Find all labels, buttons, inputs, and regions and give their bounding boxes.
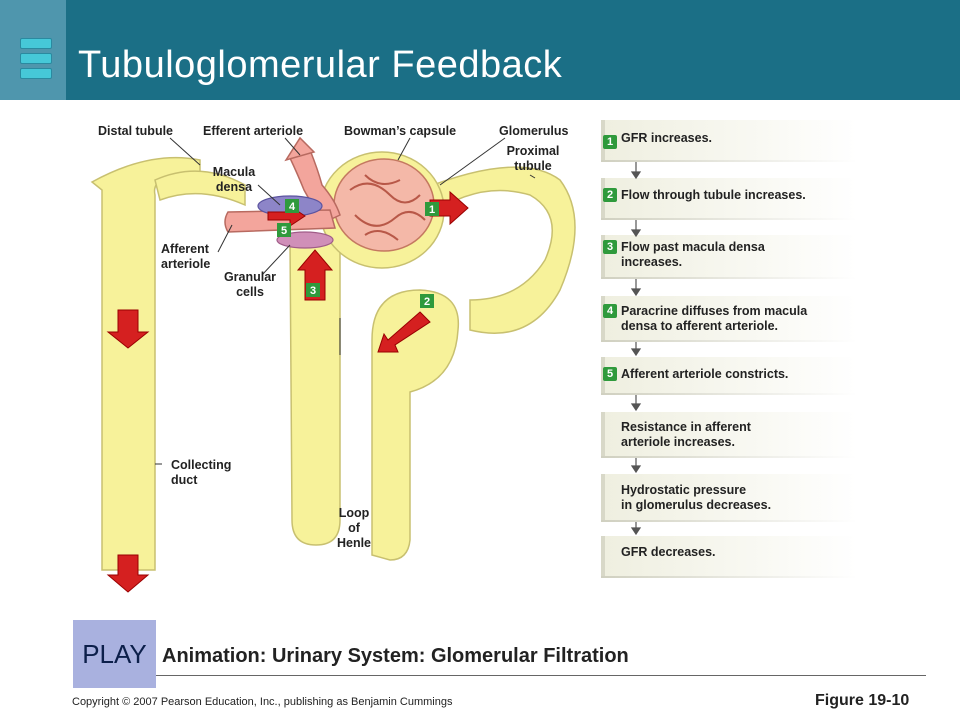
logo-bar-icon	[20, 68, 52, 79]
animation-title: Animation: Urinary System: Glomerular Fi…	[162, 645, 629, 667]
step-line2: in glomerulus decreases.	[621, 498, 772, 512]
label-bowmans-capsule: Bowman’s capsule	[344, 124, 457, 138]
step-line1: Paracrine diffuses from macula	[621, 304, 808, 318]
svg-text:4: 4	[289, 201, 296, 213]
logo-bar-icon	[20, 53, 52, 64]
step-line2: increases.	[621, 255, 683, 269]
label-collecting-line1: Collecting	[171, 458, 232, 472]
step-line2: densa to afferent arteriole.	[621, 319, 778, 333]
footer-divider	[156, 675, 926, 676]
svg-text:3: 3	[310, 285, 316, 297]
label-glomerulus: Glomerulus	[499, 124, 569, 138]
label-macula-line1: Macula	[212, 165, 256, 179]
svg-text:2: 2	[424, 296, 430, 308]
figure-label: Figure 19-10	[815, 692, 910, 709]
marker-3: 3	[306, 283, 320, 297]
step-number: 5	[603, 367, 617, 381]
descending-limb	[289, 239, 341, 546]
marker-1: 1	[425, 202, 439, 216]
label-granular-line2: cells	[236, 285, 264, 299]
label-loop-line2: of	[348, 521, 360, 535]
step-line1: GFR decreases.	[621, 545, 716, 559]
step-text: Afferent arteriole constricts.	[621, 367, 788, 382]
label-distal-tubule: Distal tubule	[98, 124, 174, 138]
afferent-arteriole	[224, 209, 336, 233]
step-line2: arteriole increases.	[621, 435, 735, 449]
step-number: 4	[603, 304, 617, 318]
proximal-tubule	[419, 166, 576, 334]
label-afferent-line2: arteriole	[161, 257, 211, 271]
svg-text:1: 1	[429, 204, 435, 216]
label-loop-of-henle: Loop of Henle	[330, 506, 378, 551]
step-box: 2 Flow through tubule increases.	[601, 178, 857, 220]
step-box: 5 Afferent arteriole constricts.	[601, 357, 857, 395]
label-macula-line2: densa	[215, 180, 253, 194]
collecting-duct	[90, 156, 201, 571]
label-proximal-line2: tubule	[514, 159, 552, 173]
label-afferent-line1: Afferent	[161, 242, 209, 256]
ascending-limb	[371, 289, 460, 561]
arrow-out-bottom	[106, 554, 150, 593]
efferent-arteriole	[288, 149, 341, 223]
copyright: Copyright © 2007 Pearson Education, Inc.…	[72, 696, 453, 708]
step-line1: Hydrostatic pressure	[621, 483, 747, 497]
label-loop-line1: Loop	[338, 506, 370, 520]
label-collecting-line2: duct	[171, 473, 198, 487]
play-button[interactable]: PLAY	[73, 620, 156, 688]
step-line1: Resistance in afferent	[621, 420, 751, 434]
marker-5: 5	[277, 223, 291, 237]
label-collecting-duct: Collecting duct	[171, 458, 231, 488]
label-afferent-arteriole: Afferent arteriole	[161, 242, 210, 272]
distal-tubule-segment	[154, 170, 246, 207]
label-proximal-tubule: Proximal tubule	[500, 144, 566, 174]
marker-2: 2	[420, 294, 434, 308]
label-granular-line1: Granular	[223, 270, 277, 284]
page-title: Tubuloglomerular Feedback	[78, 44, 563, 86]
step-line1: GFR increases.	[621, 131, 713, 145]
step-text: Flow through tubule increases.	[621, 188, 806, 203]
label-loop-line3: Henle	[336, 536, 372, 550]
label-granular-cells: Granular cells	[218, 270, 282, 300]
glomerulus	[333, 158, 435, 252]
arrow-2	[377, 311, 431, 353]
logo-bar-icon	[20, 38, 52, 49]
flow-arrows	[630, 162, 642, 536]
logo	[0, 0, 66, 100]
label-proximal-line1: Proximal	[506, 144, 560, 158]
step-number: 2	[603, 188, 617, 202]
nephron-diagram: 4 5 1 3 2	[90, 136, 576, 593]
step-text: GFR increases.	[621, 131, 712, 146]
step-line1: Flow through tubule increases.	[621, 188, 806, 202]
arrow-out-left	[106, 309, 150, 349]
step-text: GFR decreases.	[621, 545, 716, 560]
svg-text:5: 5	[281, 225, 287, 237]
step-line1: Flow past macula densa	[621, 240, 765, 254]
step-number: 3	[603, 240, 617, 254]
step-box: 1 GFR increases.	[601, 120, 857, 162]
marker-4: 4	[285, 199, 299, 213]
header-band	[0, 0, 960, 100]
label-macula-densa: Macula densa	[204, 165, 264, 195]
step-number: 1	[603, 135, 617, 149]
label-efferent-arteriole: Efferent arteriole	[203, 124, 304, 138]
step-box: GFR decreases.	[601, 536, 857, 578]
step-line1: Afferent arteriole constricts.	[621, 367, 789, 381]
